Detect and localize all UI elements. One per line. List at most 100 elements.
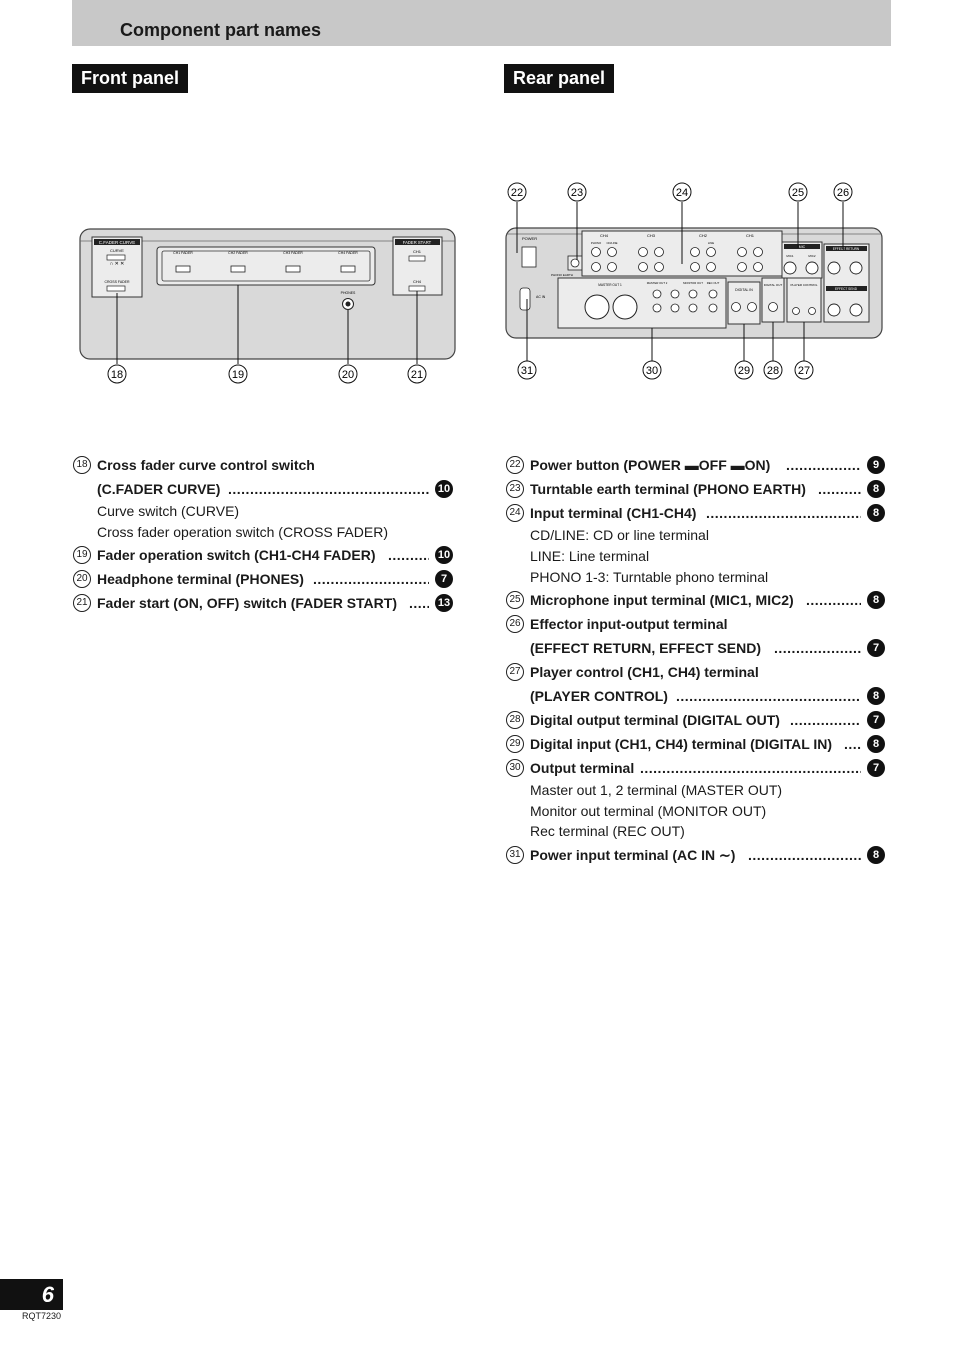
item-sub-text: Cross fader operation switch (CROSS FADE…: [97, 524, 388, 540]
item-label: Digital input (CH1, CH4) terminal (DIGIT…: [530, 736, 833, 752]
item-number: 27: [506, 663, 524, 681]
page-ref-badge: 8: [867, 504, 885, 522]
item-label: Power button (POWER ▬OFF ▬ON): [530, 457, 771, 473]
svg-text:∩ ✕ ✕: ∩ ✕ ✕: [110, 261, 125, 267]
item-number: 26: [506, 615, 524, 633]
digital-in-label: DIGITAL IN: [735, 288, 753, 292]
item-label: Power input terminal (AC IN ∼): [530, 847, 736, 863]
list-item: 31 Power input terminal (AC IN ∼) ......…: [506, 845, 885, 865]
rear-ch4-label: CH4: [600, 233, 609, 238]
item-label: Cross fader curve control switch: [97, 457, 315, 473]
list-item: (EFFECT RETURN, EFFECT SEND) ...........…: [506, 638, 885, 658]
rear-ch2-label: CH2: [699, 233, 708, 238]
page-ref-badge: 13: [435, 594, 453, 612]
item-label: Turntable earth terminal (PHONO EARTH): [530, 481, 806, 497]
callout-26: 26: [837, 187, 849, 199]
fs-ch1-label: CH1: [413, 249, 422, 254]
mic1-label: MIC1: [786, 254, 793, 258]
item-sub-text: Curve switch (CURVE): [97, 503, 240, 519]
page-ref-badge: 8: [867, 480, 885, 498]
fader-start-label: FADER START: [403, 240, 432, 245]
master-out-2-label: MASTER OUT 2: [647, 281, 668, 285]
header-bar: Component part names: [72, 0, 891, 46]
list-item: 25 Microphone input terminal (MIC1, MIC2…: [506, 590, 885, 610]
rear-ch1-label: CH1: [746, 233, 755, 238]
item-number: 18: [73, 456, 91, 474]
callout-27: 27: [798, 365, 810, 377]
item-label: (PLAYER CONTROL): [530, 688, 668, 704]
page-ref-badge: 8: [867, 591, 885, 609]
player-control-label: PLAYER CONTROL: [790, 283, 817, 287]
list-item: Cross fader operation switch (CROSS FADE…: [73, 522, 453, 542]
item-label: Output terminal: [530, 760, 635, 776]
item-label: Digital output terminal (DIGITAL OUT): [530, 712, 780, 728]
list-item: Curve switch (CURVE): [73, 501, 453, 521]
list-item: 21 Fader start (ON, OFF) switch (FADER S…: [73, 593, 453, 613]
list-item: 26 Effector input-output terminal: [506, 614, 885, 634]
mic-label: MIC: [799, 245, 806, 249]
front-panel-heading: Front panel: [72, 64, 188, 93]
list-item: Monitor out terminal (MONITOR OUT): [506, 801, 885, 821]
item-sub-text: CD/LINE: CD or line terminal: [530, 527, 709, 543]
item-number: 23: [506, 480, 524, 498]
monitor-out-label: MONITOR OUT: [683, 281, 703, 285]
ch3-fader-label: CH3 FADER: [283, 251, 303, 255]
list-item: 22 Power button (POWER ▬OFF ▬ON) .......…: [506, 455, 885, 475]
callout-31: 31: [521, 365, 533, 377]
callout-23: 23: [571, 187, 583, 199]
item-sub-text: PHONO 1-3: Turntable phono terminal: [530, 569, 769, 585]
item-number: 31: [506, 846, 524, 864]
item-label: Effector input-output terminal: [530, 616, 728, 632]
digital-out-label: DIGITAL OUT: [764, 283, 783, 287]
item-number: 19: [73, 546, 91, 564]
callout-19: 19: [232, 369, 244, 381]
page-number: 6: [0, 1279, 63, 1310]
mic2-label: MIC2: [808, 254, 815, 258]
page-ref-badge: 8: [867, 846, 885, 864]
callout-21: 21: [411, 369, 423, 381]
list-item: 19 Fader operation switch (CH1-CH4 FADER…: [73, 545, 453, 565]
master-out-1-label: MASTER OUT 1: [598, 283, 622, 287]
callout-30: 30: [646, 365, 658, 377]
callout-18: 18: [111, 369, 123, 381]
ch2-fader-label: CH2 FADER: [228, 251, 248, 255]
callout-29: 29: [738, 365, 750, 377]
page-ref-badge: 9: [867, 456, 885, 474]
page-ref-badge: 10: [435, 546, 453, 564]
item-label: Headphone terminal (PHONES): [97, 571, 304, 587]
page-ref-badge: 7: [867, 711, 885, 729]
item-number: 30: [506, 759, 524, 777]
list-item: 20 Headphone terminal (PHONES) .........…: [73, 569, 453, 589]
page-title: Component part names: [120, 20, 322, 40]
page-ref-badge: 8: [867, 687, 885, 705]
list-item: 23 Turntable earth terminal (PHONO EARTH…: [506, 479, 885, 499]
ac-in-label: AC IN: [536, 295, 546, 299]
list-item: 27 Player control (CH1, CH4) terminal: [506, 662, 885, 682]
item-number: 28: [506, 711, 524, 729]
effect-return-label: EFFECT RETURN: [833, 247, 860, 251]
rear-panel-diagram: POWER PHONO EARTH CH4 CH3 CH2 CH1 PHONO …: [505, 182, 883, 380]
item-number: 25: [506, 591, 524, 609]
page-ref-badge: 7: [435, 570, 453, 588]
list-item: 18 Cross fader curve control switch: [73, 455, 453, 475]
callout-25: 25: [792, 187, 804, 199]
item-label: (EFFECT RETURN, EFFECT SEND): [530, 640, 761, 656]
list-item: Master out 1, 2 terminal (MASTER OUT): [506, 780, 885, 800]
phono-earth-label: PHONO EARTH: [551, 273, 573, 277]
list-item: 24 Input terminal (CH1-CH4) ............…: [506, 503, 885, 523]
item-label: Fader start (ON, OFF) switch (FADER STAR…: [97, 595, 397, 611]
item-label: Fader operation switch (CH1-CH4 FADER): [97, 547, 376, 563]
page-ref-badge: 7: [867, 759, 885, 777]
callout-28: 28: [767, 365, 779, 377]
item-sub-text: LINE: Line terminal: [530, 548, 650, 564]
item-sub-text: Rec terminal (REC OUT): [530, 823, 685, 839]
item-number: 20: [73, 570, 91, 588]
item-number: 21: [73, 594, 91, 612]
curve-label: CURVE: [110, 248, 124, 253]
front-panel-diagram: C.FADER CURVE CURVE ∩ ✕ ✕ CROSS FADER CH…: [79, 228, 456, 384]
page-ref-badge: 8: [867, 735, 885, 753]
cf-curve-block: C.FADER CURVE CURVE ∩ ✕ ✕ CROSS FADER: [91, 236, 143, 298]
rec-out-label: REC OUT: [707, 281, 720, 285]
list-item: (C.FADER CURVE) ........................…: [73, 479, 453, 499]
document-code: RQT7230: [22, 1311, 62, 1321]
